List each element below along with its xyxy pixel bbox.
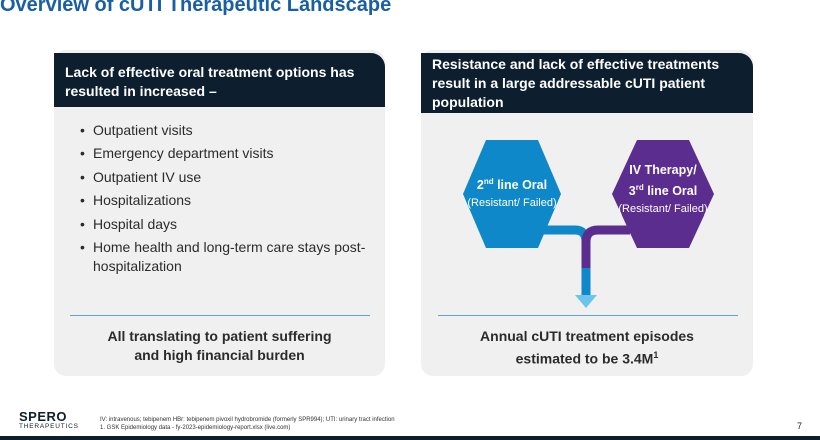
hex-2nd-line-oral [463, 140, 561, 248]
list-item: Hospital days [80, 215, 370, 234]
left-divider [70, 315, 370, 316]
down-arrow-head [575, 295, 597, 308]
list-item: Emergency department visits [80, 144, 370, 163]
list-item: Hospitalizations [80, 191, 370, 210]
hex-iv-therapy-label: IV Therapy/ 3rd line Oral (Resistant/ Fa… [618, 163, 708, 216]
page-title: Overview of cUTI Therapeutic Landscape [0, 0, 392, 16]
left-panel-header: Lack of effective oral treatment options… [54, 53, 385, 107]
logo-name: SPERO [19, 409, 68, 424]
purple-connector [581, 225, 630, 268]
list-item: Outpatient IV use [80, 168, 370, 187]
spero-logo: SPERO THERAPEUTICS [19, 410, 79, 431]
right-footer-line1: Annual cUTI treatment episodes [480, 328, 694, 344]
right-divider [438, 315, 738, 316]
left-footer-line1: All translating to patient suffering [107, 328, 332, 344]
left-panel-footer: All translating to patient suffering and… [54, 327, 385, 365]
footnote-1: IV: intravenous; tebipenem HBr: tebipene… [100, 417, 395, 423]
footnotes: IV: intravenous; tebipenem HBr: tebipene… [100, 416, 395, 432]
hex-2nd-line-label: 2nd line Oral (Resistant/ Failed) [467, 177, 557, 210]
footnote-2: 1. GSK Epidemiology data - fy-2023-epide… [100, 425, 291, 431]
right-panel-footer: Annual cUTI treatment episodes estimated… [421, 327, 753, 369]
right-footer-line2: estimated to be 3.4M1 [515, 350, 659, 367]
hex-iv-therapy [612, 140, 714, 248]
list-item: Home health and long-term care stays pos… [80, 238, 370, 276]
left-footer-line2: and high financial burden [134, 347, 305, 363]
list-item: Outpatient visits [80, 121, 370, 140]
logo-tagline: THERAPEUTICS [19, 423, 79, 430]
right-panel-header: Resistance and lack of effective treatme… [421, 53, 753, 113]
page-number: 7 [796, 421, 802, 431]
blue-connector-arrow [540, 225, 591, 296]
bottom-bar [0, 436, 820, 440]
bullet-list: Outpatient visits Emergency department v… [80, 121, 370, 280]
